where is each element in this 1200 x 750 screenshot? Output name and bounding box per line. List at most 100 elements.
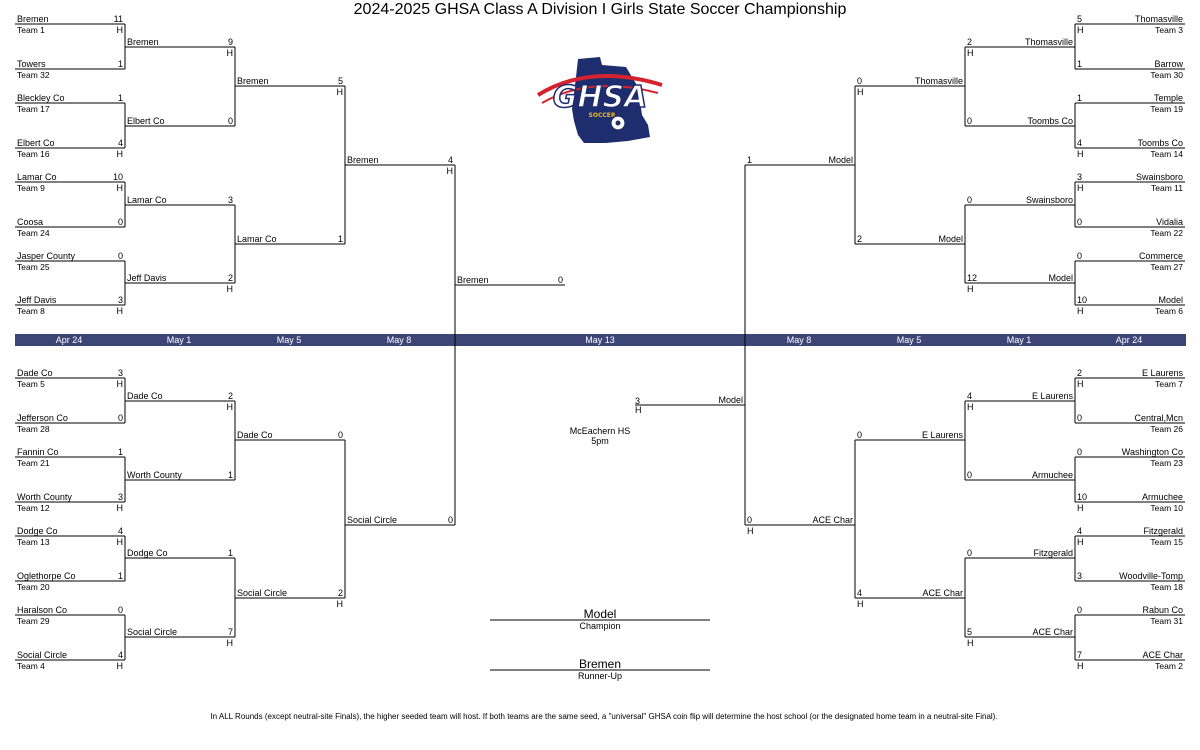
team-score: 10 xyxy=(1077,492,1088,502)
final-venue: McEachern HS xyxy=(569,426,631,436)
final-right-score: 3 xyxy=(635,396,641,406)
team-name: Worth County xyxy=(127,470,182,480)
host-marker: H xyxy=(336,87,344,97)
team-name: ACE Char xyxy=(1032,627,1073,637)
host-marker: H xyxy=(967,402,974,412)
final-time: 5pm xyxy=(591,436,609,446)
team-name: Thomasville xyxy=(914,76,963,86)
team-score: 1 xyxy=(227,470,233,480)
team-name: Jeff Davis xyxy=(127,273,167,283)
host-marker: H xyxy=(857,87,864,97)
team-name: Social Circle xyxy=(127,627,178,637)
team-name: Temple xyxy=(1153,93,1183,103)
team-seed: Team 7 xyxy=(1155,379,1183,389)
team-seed: Team 31 xyxy=(1150,616,1183,626)
team-name: Model xyxy=(1048,273,1073,283)
team-score: 1 xyxy=(227,548,233,558)
team-seed: Team 11 xyxy=(1151,183,1183,193)
team-name: Worth County xyxy=(17,492,72,502)
team-seed: Team 25 xyxy=(17,262,50,272)
team-name: Bremen xyxy=(17,14,49,24)
team-name: Bremen xyxy=(127,37,159,47)
team-seed: Team 13 xyxy=(17,537,50,547)
team-score: 10 xyxy=(112,172,123,182)
team-seed: Team 1 xyxy=(17,25,45,35)
team-seed: Team 24 xyxy=(17,228,50,238)
team-seed: Team 21 xyxy=(17,458,50,468)
team-score: 0 xyxy=(967,195,973,205)
team-score: 5 xyxy=(1077,14,1083,24)
team-name: Lamar Co xyxy=(237,234,277,244)
team-name: Dodge Co xyxy=(127,548,168,558)
team-score: 0 xyxy=(967,470,973,480)
team-score: 3 xyxy=(1077,172,1083,182)
host-marker: H xyxy=(226,48,234,58)
host-marker: H xyxy=(336,599,344,609)
team-seed: Team 32 xyxy=(17,70,50,80)
team-score: 1 xyxy=(117,93,123,103)
host-marker: H xyxy=(116,379,124,389)
team-seed: Team 16 xyxy=(17,149,50,159)
host-marker: H xyxy=(1077,379,1084,389)
team-name: Dade Co xyxy=(127,391,163,401)
team-name: Woodville-Tomp xyxy=(1119,571,1183,581)
host-marker: H xyxy=(1077,25,1084,35)
team-score: 5 xyxy=(337,76,343,86)
team-name: Bremen xyxy=(237,76,269,86)
team-name: Dodge Co xyxy=(17,526,58,536)
team-score: 4 xyxy=(1077,138,1083,148)
team-name: Jasper County xyxy=(17,251,76,261)
host-marker: H xyxy=(967,284,974,294)
date-left-1: May 1 xyxy=(166,335,192,345)
team-score: 0 xyxy=(857,76,863,86)
team-name: ACE Char xyxy=(812,515,853,525)
host-marker: H xyxy=(226,284,234,294)
team-score: 4 xyxy=(857,588,863,598)
team-score: 4 xyxy=(1077,526,1083,536)
team-name: Elbert Co xyxy=(17,138,55,148)
logo-text: GHSA xyxy=(553,80,648,115)
team-name: Dade Co xyxy=(237,430,273,440)
final-right-host: H xyxy=(635,405,642,415)
team-name: E Laurens xyxy=(1141,368,1183,378)
team-name: Rabun Co xyxy=(1142,605,1183,615)
host-marker: H xyxy=(116,25,124,35)
team-name: Washington Co xyxy=(1121,447,1183,457)
team-score: 0 xyxy=(967,548,973,558)
champion-label: Champion xyxy=(579,621,621,631)
host-marker: H xyxy=(116,183,124,193)
date-left-3: May 8 xyxy=(386,335,412,345)
team-name: Toombs Co xyxy=(1137,138,1183,148)
team-score: 4 xyxy=(967,391,973,401)
team-score: 9 xyxy=(227,37,233,47)
team-seed: Team 23 xyxy=(1150,458,1183,468)
team-score: 3 xyxy=(117,492,123,502)
team-score: 0 xyxy=(117,413,123,423)
team-score: 2 xyxy=(227,273,233,283)
team-name: Dade Co xyxy=(17,368,53,378)
team-name: Model xyxy=(1158,295,1183,305)
team-name: Thomasville xyxy=(1134,14,1183,24)
host-marker: H xyxy=(1077,149,1084,159)
team-score: 0 xyxy=(337,430,343,440)
team-score: 1 xyxy=(117,447,123,457)
host-marker: H xyxy=(226,402,234,412)
host-marker: H xyxy=(116,537,124,547)
date-right-3: Apr 24 xyxy=(1115,335,1143,345)
team-name: Jeff Davis xyxy=(17,295,57,305)
team-seed: Team 28 xyxy=(17,424,50,434)
team-name: Toombs Co xyxy=(1027,116,1073,126)
team-score: 1 xyxy=(117,59,123,69)
team-seed: Team 30 xyxy=(1150,70,1183,80)
host-marker: H xyxy=(1077,503,1084,513)
team-seed: Team 19 xyxy=(1150,104,1183,114)
host-marker: H xyxy=(116,503,124,513)
team-name: Barrow xyxy=(1154,59,1183,69)
team-name: Jefferson Co xyxy=(17,413,68,423)
team-name: Commerce xyxy=(1138,251,1183,261)
team-seed: Team 2 xyxy=(1155,661,1183,671)
date-right-0: May 8 xyxy=(786,335,812,345)
host-marker: H xyxy=(857,599,864,609)
team-name: Elbert Co xyxy=(127,116,165,126)
